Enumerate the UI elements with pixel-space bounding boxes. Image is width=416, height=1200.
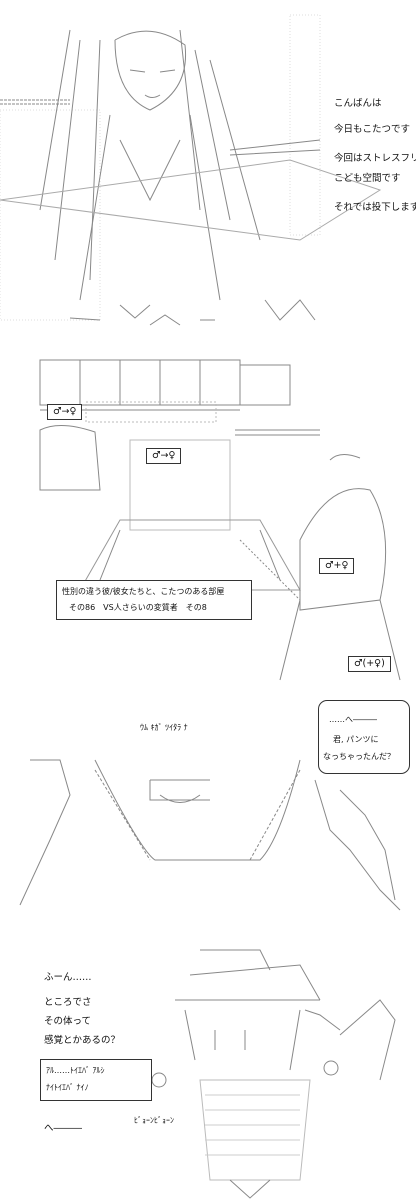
gender-badge-right: ♂+♀ (319, 558, 355, 574)
reply-line-1: ｱﾙ……ﾄｲｴﾊﾞ ｱﾙｼ (46, 1066, 105, 1075)
line-heee: へ――― (44, 1123, 83, 1134)
ascii-art-girl-under-kotatsu (0, 14, 382, 326)
line-start-posting: それでは投下します (334, 202, 416, 213)
ascii-art-kotatsu-room (39, 359, 401, 681)
panel-2: ♂→♀ ♂→♀ ♂+♀ ♂(+♀) 性別の違う彼/彼女たちと、こたつのある部屋 … (0, 340, 416, 700)
panel-3: ｳﾑ ｷｶﾞ ﾂｲﾀﾗ ﾅ ……へ――― 君, パンツに なっちゃったんだ？ (0, 700, 416, 940)
speech-bubble: ……へ――― 君, パンツに なっちゃったんだ？ (318, 700, 410, 774)
episode-title: 性別の違う彼/彼女たちと、こたつのある部屋 (62, 587, 225, 596)
line-kotatsu-today: 今日もこたつです (334, 124, 411, 135)
line-greeting: こんばんは (334, 98, 382, 109)
panel-1: こんばんは 今日もこたつです 今回はストレスフリーな こども空間です それでは投… (0, 0, 416, 340)
episode-title-box: 性別の違う彼/彼女たちと、こたつのある部屋 その86 VS人さらいの変質者 その… (56, 580, 252, 620)
line-kids-space: こども空間です (334, 173, 401, 184)
ascii-art-hooded-figure (151, 949, 396, 1199)
episode-subtitle: その86 VS人さらいの変質者 その8 (69, 603, 207, 612)
reply-line-2: ﾅｲﾄｲｴﾊﾞ ﾅｲﾉ (46, 1083, 89, 1092)
line-hmm: ふーん…… (44, 972, 92, 983)
line-sensation: 感覚とかあるの？ (44, 1035, 121, 1046)
gender-badge-center: ♂→♀ (146, 448, 182, 464)
line-stress-free: 今回はストレスフリーな (334, 153, 416, 164)
katakana-mutter: ｳﾑ ｷｶﾞ ﾂｲﾀﾗ ﾅ (140, 723, 188, 732)
line-that-body: その体って (44, 1016, 92, 1027)
speech-line-2: 君, パンツに (333, 735, 379, 744)
gender-badge-left: ♂→♀ (47, 404, 83, 420)
panel-4: ふーん…… ところでさ その体って 感覚とかあるの？ ｱﾙ……ﾄｲｴﾊﾞ ｱﾙｼ… (0, 940, 416, 1200)
gender-badge-right-lower: ♂(+♀) (348, 656, 391, 672)
ascii-art-panties-scene (19, 759, 401, 911)
line-by-the-way: ところでさ (44, 997, 92, 1008)
onomatopoeia-boing: ﾋﾞｮｰﾝﾋﾞｮｰﾝ (134, 1116, 174, 1125)
reply-box: ｱﾙ……ﾄｲｴﾊﾞ ｱﾙｼ ﾅｲﾄｲｴﾊﾞ ﾅｲﾉ (40, 1059, 152, 1101)
speech-line-3: なっちゃったんだ？ (323, 752, 395, 761)
speech-line-1: ……へ――― (329, 715, 377, 724)
